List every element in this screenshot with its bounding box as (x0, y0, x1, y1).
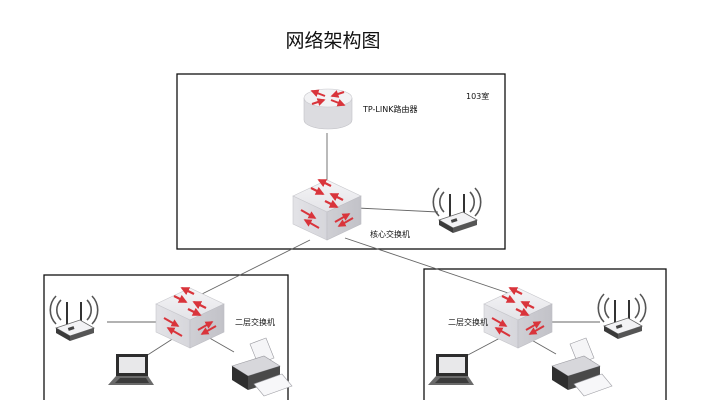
left-switch-icon (156, 288, 224, 348)
link-core-right-switch (344, 237, 518, 297)
link-core-left-switch (197, 239, 311, 297)
wireless-ap-icon (432, 187, 482, 234)
right-floor-frame (423, 268, 667, 400)
wireless-ap-icon (597, 293, 647, 340)
page-title: 网络架构图 (285, 30, 380, 52)
laptop-icon (428, 354, 474, 385)
router-icon (304, 89, 352, 129)
core-room-frame (176, 73, 506, 250)
left-switch-label: 二层交换机 (235, 317, 275, 327)
room-label: 103室 (466, 91, 489, 101)
right-switch-icon (484, 288, 552, 348)
right-switch-label: 二层交换机 (448, 317, 488, 327)
core-switch-label: 核心交换机 (370, 229, 410, 239)
link-left-switch-printer (205, 335, 235, 353)
printer-icon (551, 337, 613, 397)
printer-icon (231, 337, 293, 397)
router-label: TP-LINK路由器 (362, 104, 417, 114)
laptop-icon (108, 354, 154, 385)
left-floor-frame (43, 274, 289, 400)
link-core-ap (356, 207, 439, 213)
core-switch-icon (293, 180, 361, 240)
link-left-switch-laptop (145, 337, 175, 357)
wireless-ap-icon (49, 295, 99, 342)
link-right-switch-laptop (465, 337, 501, 357)
